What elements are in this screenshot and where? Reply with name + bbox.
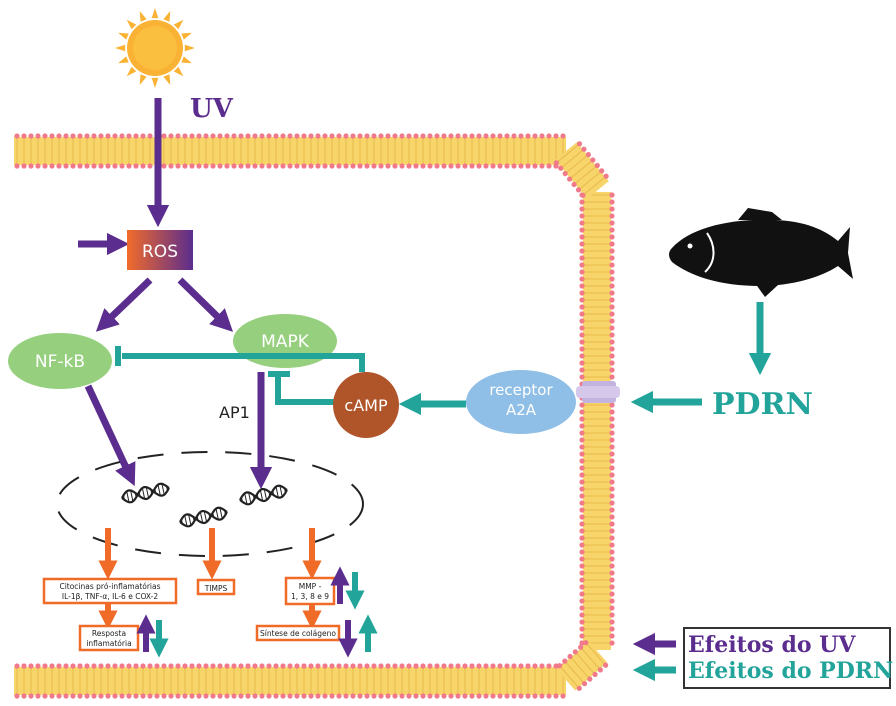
- camp-inhibits-nfkb-line: [122, 353, 365, 372]
- cell-membrane-corner-bottom: [556, 640, 609, 691]
- response-line2: inflamatória: [86, 639, 131, 648]
- response-line1: Resposta: [92, 629, 126, 638]
- dna-icon: [179, 506, 228, 528]
- salmon-fish-icon: [669, 208, 853, 297]
- mmp-box: [284, 576, 336, 606]
- dna-icon: [239, 484, 288, 506]
- nucleus-outline: [56, 451, 364, 557]
- nfkb-label: NF-kB: [35, 352, 85, 372]
- camp-label: cAMP: [344, 396, 388, 415]
- camp-node: [333, 372, 399, 438]
- cell-membrane-top: [14, 133, 566, 169]
- mapk-label: MAPK: [261, 332, 310, 352]
- nfkb-node: [8, 333, 112, 389]
- pdrn-label: PDRN: [712, 387, 813, 422]
- legend: Efeitos do UV Efeitos do PDRN: [632, 627, 893, 689]
- ap1-label: AP1: [219, 403, 250, 422]
- sun-icon: [115, 8, 195, 88]
- receptor-a2a-node: [466, 370, 576, 434]
- nfkb-to-dna-arrow: [84, 384, 136, 487]
- ros-to-nfkb-arrow: [95, 277, 153, 332]
- receptor-label-line2: A2A: [506, 401, 537, 419]
- legend-pdrn-label: Efeitos do PDRN: [688, 658, 893, 684]
- ros-label: ROS: [142, 242, 178, 262]
- collagen-synthesis-box: [255, 624, 341, 642]
- dna-icon: [121, 482, 170, 504]
- collagen-label: Síntese de colágeno: [260, 629, 336, 638]
- camp-inhibits-mapk-line: [275, 376, 334, 405]
- cell-membrane-right: [579, 192, 615, 650]
- timps-label: TIMPS: [204, 584, 228, 593]
- inflammatory-response-box: [78, 624, 140, 652]
- mmp-line2: 1, 3, 8 e 9: [291, 592, 329, 601]
- ros-box: [127, 230, 193, 270]
- timps-box: [196, 578, 236, 596]
- cytokines-box: [42, 577, 178, 605]
- cytokines-line1: Citocinas pró-inflamatórias: [59, 582, 160, 591]
- uv-label: UV: [190, 94, 234, 124]
- legend-box: [683, 627, 891, 689]
- mmp-line1: MMP -: [299, 582, 322, 591]
- cytokines-line2: IL-1β, TNF-α, IL-6 e COX-2: [62, 592, 158, 601]
- cell-membrane-bottom: [14, 663, 566, 699]
- ros-to-mapk-arrow: [177, 277, 234, 332]
- legend-uv-label: Efeitos do UV: [688, 632, 856, 658]
- membrane-channel: [576, 381, 620, 403]
- receptor-label-line1: receptor: [489, 381, 553, 399]
- cell-membrane-corner-top: [553, 141, 609, 199]
